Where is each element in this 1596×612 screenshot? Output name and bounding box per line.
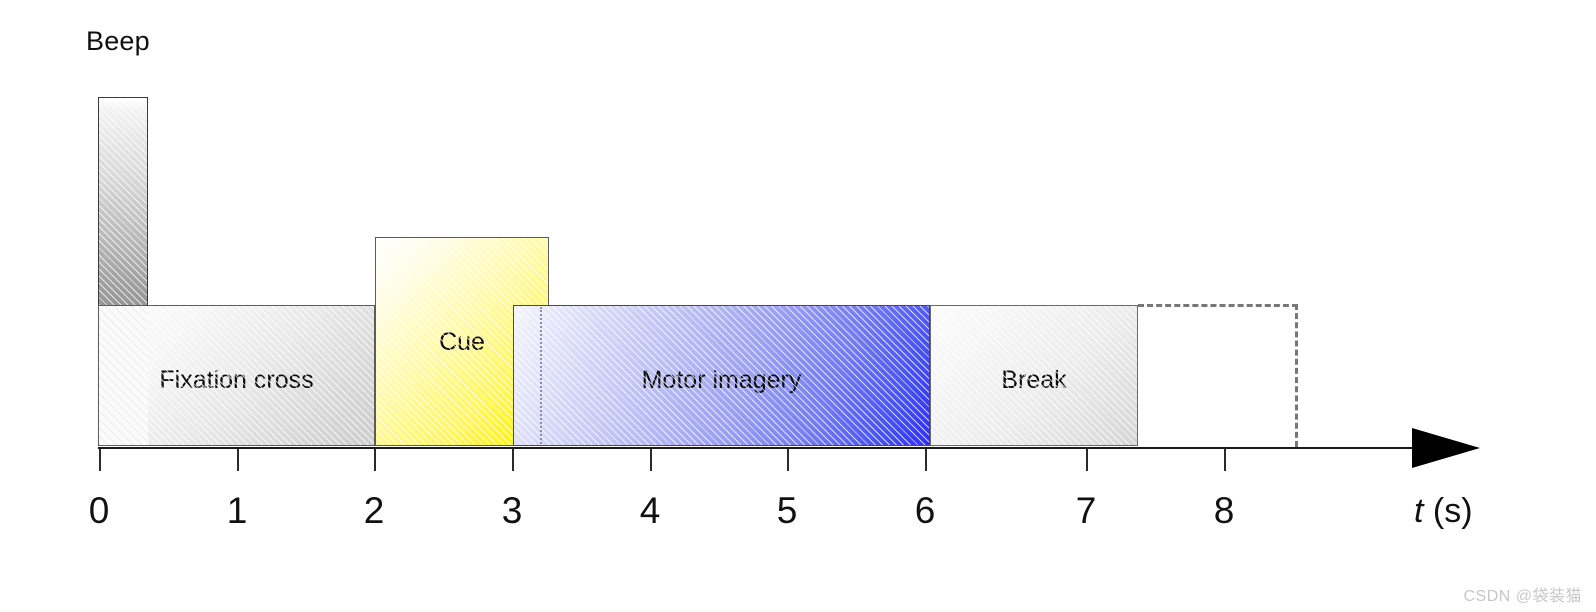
axis-tick-label-4: 4 [639, 490, 661, 531]
beep-pulse-bar [98, 97, 148, 306]
axis-tick-label-5: 5 [776, 490, 798, 531]
phase-box-continuation-dashed [1138, 304, 1298, 447]
phase-label-fixation-cross: Fixation cross [159, 366, 314, 394]
phase-box-motor-imagery: Motor imagery [513, 305, 930, 446]
axis-tick-3 [512, 449, 514, 471]
time-axis-line [98, 447, 1444, 449]
phase-box-break: Break [930, 305, 1138, 446]
axis-tick-label-6: 6 [914, 490, 936, 531]
axis-tick-1 [237, 449, 239, 471]
beep-label: Beep [86, 26, 150, 56]
axis-tick-label-8: 8 [1213, 490, 1235, 531]
phase-label-break: Break [1001, 366, 1067, 394]
axis-tick-label-3: 3 [501, 490, 523, 531]
axis-tick-label-0: 0 [88, 490, 110, 531]
watermark: CSDN @袋装猫 [1463, 588, 1582, 605]
phase-label-cue: Cue [439, 328, 485, 356]
axis-tick-label-2: 2 [363, 490, 385, 531]
fixation-left-hatch-strip [99, 306, 148, 445]
axis-tick-2 [374, 449, 376, 471]
time-axis-unit-text: (s) [1432, 492, 1473, 530]
axis-tick-label-7: 7 [1075, 490, 1097, 531]
motor-imagery-onset-dotted-line [540, 307, 542, 444]
axis-tick-8 [1224, 449, 1226, 471]
axis-tick-7 [1086, 449, 1088, 471]
axis-tick-5 [787, 449, 789, 471]
axis-tick-4 [650, 449, 652, 471]
axis-tick-label-1: 1 [226, 490, 248, 531]
time-axis-variable: t [1414, 492, 1424, 530]
axis-tick-6 [925, 449, 927, 471]
time-axis-arrow-icon [1412, 428, 1480, 468]
phase-label-motor-imagery: Motor imagery [641, 366, 802, 394]
time-axis-unit-label: t (s) [1414, 492, 1473, 531]
axis-tick-0 [99, 449, 101, 471]
